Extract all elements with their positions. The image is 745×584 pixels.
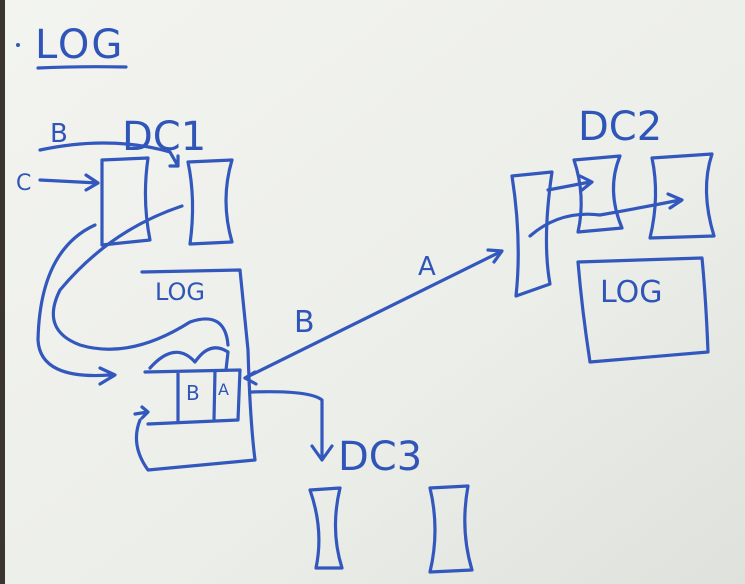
dc1-server-2 xyxy=(186,158,234,246)
dc2-log-label: LOG xyxy=(600,275,663,310)
dc3-label: DC3 xyxy=(338,434,422,480)
dc1-entry-a: A xyxy=(218,380,229,399)
dc1-arrow-label: B xyxy=(50,119,68,149)
dc2-server-2 xyxy=(648,152,716,240)
dc1-entry-b: B xyxy=(186,381,200,405)
board-frame-left xyxy=(0,0,5,584)
dc1-log-label: LOG xyxy=(155,278,205,306)
dc3-server-1 xyxy=(308,486,344,570)
dc1-group: DC1 B C LOG B A xyxy=(16,114,257,472)
dc2-label: DC2 xyxy=(578,104,662,150)
heading-text: LOG xyxy=(35,22,124,68)
dc1-server-1 xyxy=(100,156,152,247)
board-surface xyxy=(4,0,745,584)
link-b-label: B xyxy=(294,305,315,340)
heading: LOG xyxy=(16,22,128,70)
dc3-group: DC3 xyxy=(248,390,474,574)
dc2-log-server xyxy=(510,170,554,298)
dc2-log-box xyxy=(576,256,710,364)
dc1-log-box xyxy=(134,268,257,472)
dc1-label: DC1 xyxy=(122,114,206,160)
dc3-server-2 xyxy=(428,484,474,574)
dc2-group: DC2 LOG xyxy=(510,104,716,364)
replication-link: B A xyxy=(243,248,504,386)
link-a-label: A xyxy=(418,252,436,282)
dc1-log-entries xyxy=(143,368,242,426)
dc1-client-label: C xyxy=(16,171,31,196)
